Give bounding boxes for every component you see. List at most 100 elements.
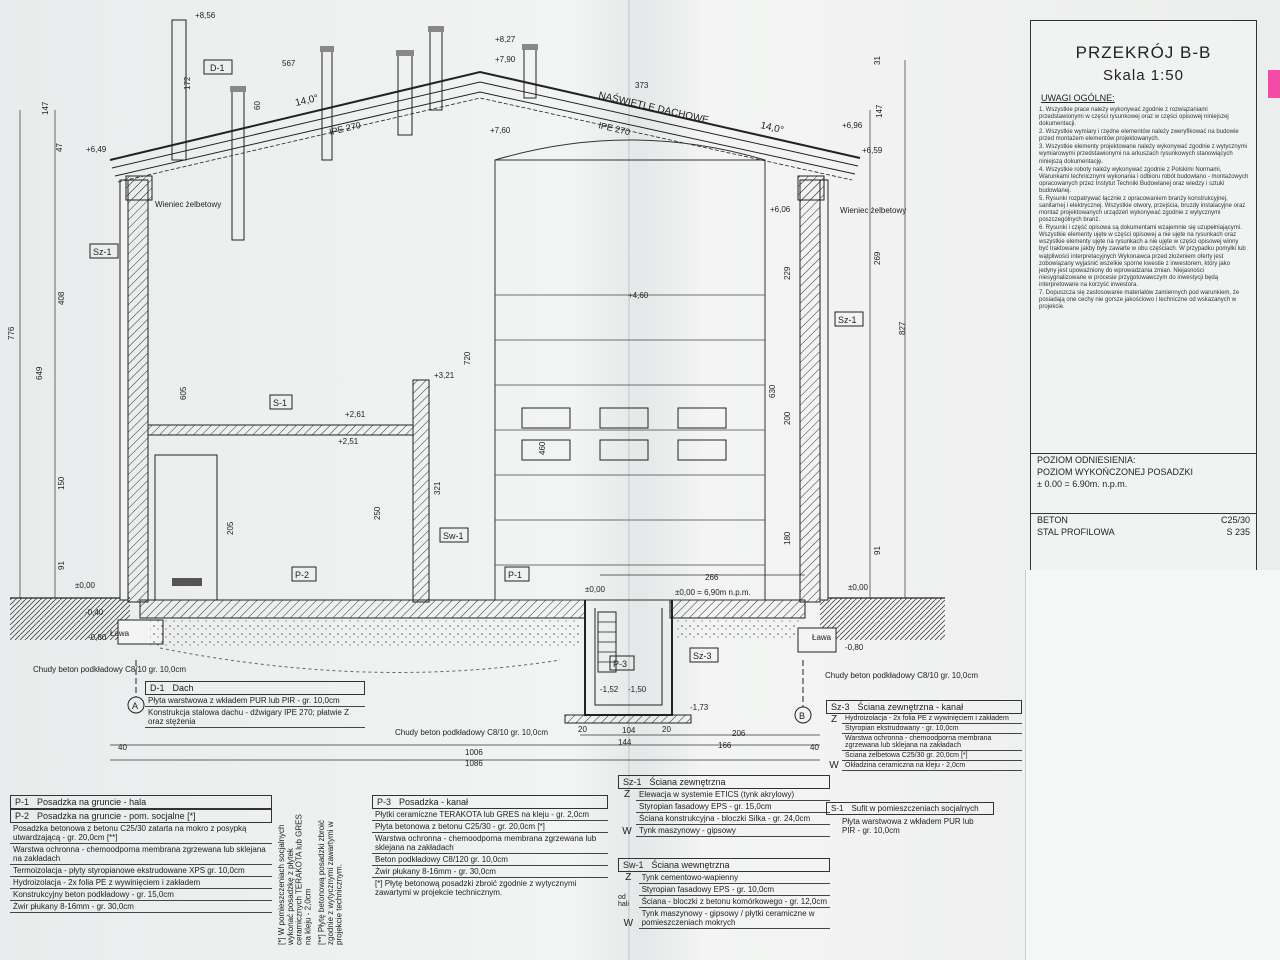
legend-p-row: Warstwa ochronna - chemoodporna membrana… [10, 844, 272, 865]
dim-20-right: 20 [662, 725, 671, 734]
level-080-left: -0,80 [88, 633, 107, 642]
legend-sz3-tag: Sz-3 [831, 702, 850, 712]
legend-sz3-row: Styropian ekstrudowany - gr. 10,0cm [842, 724, 1022, 734]
level-152: -1,52 [600, 685, 619, 694]
dim-47: 47 [55, 143, 64, 152]
dim-200: 200 [783, 411, 792, 425]
note-item: 1. Wszystkie prace należy wykonywać zgod… [1039, 107, 1229, 128]
dim-720: 720 [463, 351, 472, 365]
note-item: 6. Rysunki i część opisowa są dokumentam… [1039, 225, 1246, 288]
dim-91-right: 91 [873, 546, 882, 555]
slope-right: 14,0° [759, 120, 784, 136]
reference-line: POZIOM ODNIESIENIA: [1037, 455, 1136, 465]
dim-630: 630 [768, 384, 777, 398]
dim-229: 229 [783, 266, 792, 280]
legend-sw1-z: Z [625, 872, 632, 883]
tag-sz1-left: Sz-1 [93, 247, 112, 257]
legend-p3: P-3 Posadzka - kanał Płytki ceramiczne TE… [372, 795, 608, 898]
legend-sz1-row: Elewacja w systemie ETICS (tynk akrylowy… [636, 789, 830, 801]
footing-right [797, 627, 837, 653]
legend-d1-row: Płyta warstwowa z wkładem PUR lub PIR - … [145, 695, 365, 707]
legend-sz3-z: Z [830, 714, 838, 725]
legend-p3-note: [*] Płytę betonową posadzki zbroić zgodn… [375, 879, 577, 897]
reference-level: POZIOM ODNIESIENIA: POZIOM WYKOŃCZONEJ P… [1031, 453, 1256, 490]
legend-p3-title: Posadzka - kanał [399, 797, 469, 807]
dim-408: 408 [57, 291, 66, 305]
dim-147-right: 147 [875, 104, 884, 118]
tag-p3: P-3 [613, 659, 627, 669]
level-261: +2,61 [345, 410, 366, 419]
tag-sz3: Sz-3 [693, 651, 712, 661]
dim-166: 166 [718, 741, 732, 750]
reference-line: ± 0.00 = 6.90m. n.p.m. [1037, 479, 1128, 489]
tag-sz1-right: Sz-1 [838, 315, 857, 325]
level-040: -0,40 [85, 608, 104, 617]
legend-d1-title: Dach [172, 683, 194, 693]
tag-p1: P-1 [508, 570, 522, 580]
wall-left [127, 179, 149, 603]
legend-sw1-row: Tynk maszynowy - gipsowy / płytki cerami… [638, 908, 830, 929]
tag-sw1: Sw-1 [443, 531, 464, 541]
note-item: 4. Wszystkie roboty należy wykonywać zgo… [1039, 166, 1249, 194]
drawing-title: PRZEKRÓJ B-B [1075, 43, 1212, 62]
dim-649: 649 [35, 366, 44, 380]
legend-d1-row: Konstrukcja stalowa dachu - dźwigary IPE… [145, 707, 365, 728]
legend-p2-title: Posadzka na gruncie - pom. socjalne [*] [37, 811, 196, 821]
dim-567: 567 [282, 59, 296, 68]
legend-d1: D-1 Dach Płyta warstwowa z wkładem PUR lu… [145, 681, 365, 728]
legend-sw1-title: Ściana wewnętrzna [651, 860, 730, 870]
legend-s1-row: Płyta warstwowa z wkładem PUR lub PIR - … [842, 817, 974, 835]
legend-p-row: Konstrukcyjny beton podkładowy - gr. 15,… [10, 889, 272, 901]
legend-p3-row: Warstwa ochronna - chemoodporna membrana… [372, 833, 608, 854]
legend-p-row: Hydroizolacja - 2x folia PE z wywinięcie… [10, 877, 272, 889]
legend-d1-tag: D-1 [150, 683, 165, 693]
blank-paper-slip [1025, 570, 1280, 960]
dim-605: 605 [179, 386, 188, 400]
legend-sz1-tag: Sz-1 [623, 777, 642, 787]
legend-sw1-row: Styropian fasadowy EPS - gr. 10,0cm [638, 884, 830, 896]
paper-fold [628, 0, 630, 960]
dim-321: 321 [433, 481, 442, 495]
dim-172: 172 [183, 76, 192, 90]
level-000-pit: ±0,00 [585, 585, 606, 594]
legend-p-note2: [**] Płytę betonową posadzki zbroić zgod… [317, 820, 344, 945]
legend-p3-row: Płytki ceramiczne TERAKOTA lub GRES na k… [372, 809, 608, 821]
dim-460: 460 [538, 441, 547, 455]
dim-1086: 1086 [465, 759, 483, 768]
wieniec-left: Wieniec żelbetowy [155, 200, 221, 209]
gravel-left [150, 618, 580, 648]
legend-sw1-tag: Sw-1 [623, 860, 644, 870]
legend-s1-title: Sufit w pomieszczeniach socjalnych [851, 804, 979, 813]
level-251: +2,51 [338, 437, 359, 446]
dim-60: 60 [253, 101, 262, 110]
dim-206: 206 [732, 729, 746, 738]
beam-left-label: IPE 270 [328, 120, 361, 137]
legend-sz1-z: Z [623, 789, 631, 800]
legend-sz3-row: Hydroizolacja - 2x folia PE z wywinięcie… [842, 714, 1022, 724]
legend-p1-tag: P-1 [15, 797, 30, 807]
slope-left: 14,0° [294, 93, 319, 109]
door [154, 454, 218, 601]
dim-373: 373 [635, 81, 649, 90]
dim-827: 827 [898, 321, 907, 335]
dim-31: 31 [873, 56, 882, 65]
legend-p3-row: Płyta betonowa z betonu C25/30 - gr. 20,… [372, 821, 608, 833]
section-drawing: D-1 Sz-1 Sz-1 S-1 Sw-1 P-2 P-1 P-3 Sz-3 … [7, 11, 978, 768]
legend-sz3-row: Ściana żelbetowa C25/30 gr. 20,0cm [*] [842, 751, 1022, 761]
dim-147-left: 147 [41, 101, 50, 115]
dim-250: 250 [373, 506, 382, 520]
level-460: +4,60 [628, 291, 649, 300]
ground-right [820, 598, 945, 640]
drawing-scale: Skala 1:50 [1103, 67, 1184, 84]
dim-40-right: 40 [810, 743, 819, 752]
level-659: +6,59 [862, 146, 883, 155]
tag-d1: D-1 [210, 63, 225, 73]
level-173: -1,73 [690, 703, 709, 712]
level-790: +7,90 [495, 55, 516, 64]
legend-p3-tag: P-3 [377, 797, 392, 807]
lawa-right: Ława [812, 633, 832, 642]
level-760: +7,60 [490, 126, 511, 135]
note-item: 3. Wszystkie elementy projektowane należ… [1039, 144, 1248, 165]
